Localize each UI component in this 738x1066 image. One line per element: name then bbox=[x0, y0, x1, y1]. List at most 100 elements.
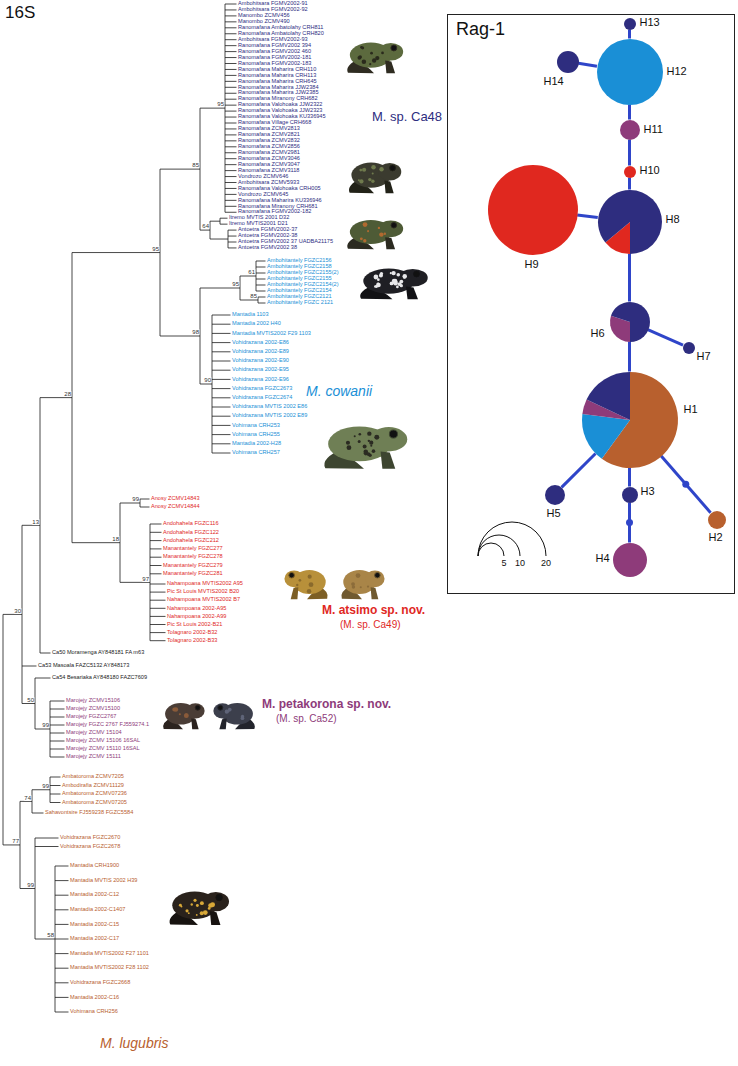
bootstrap-value: 97 bbox=[142, 576, 149, 582]
tree-branch bbox=[225, 81, 237, 82]
pie-slice bbox=[581, 413, 629, 458]
tip-label: Ambatoroma ZCMV07236 bbox=[62, 791, 127, 797]
bootstrap-value: 13 bbox=[32, 519, 39, 525]
haplotype-label: H1 bbox=[684, 404, 698, 415]
haplotype-circle: H5 bbox=[545, 485, 565, 505]
pie-chart bbox=[708, 511, 726, 529]
bootstrap-value: 99 bbox=[42, 722, 49, 728]
tip-label: Ranomafana ZCMV3118 bbox=[238, 168, 299, 174]
tip-label: Nahampoana MVTIS2002 A95 bbox=[167, 581, 243, 587]
tip-label: Vohidrazana FGZC2670 bbox=[60, 835, 120, 841]
haplotype-label: H3 bbox=[641, 486, 655, 497]
tip-label: Mantadia 2002 H40 bbox=[232, 321, 281, 327]
species-name: M. lugubris bbox=[100, 1036, 168, 1050]
tip-label: Marojejy ZCMV15106 bbox=[66, 698, 120, 704]
pie-chart bbox=[624, 18, 636, 30]
haplotype-label: H2 bbox=[709, 532, 723, 543]
tree-branch bbox=[212, 443, 231, 444]
tree-branch bbox=[50, 757, 65, 758]
tip-label: Sahavontsire FJ559238 FGZC5584 bbox=[45, 810, 133, 816]
pie-slice bbox=[488, 165, 578, 255]
tip-label: Vohidrazana FGZC2674 bbox=[232, 395, 292, 401]
tree-branch bbox=[212, 324, 231, 325]
tip-label: Ranomafana FGMV2002-182 bbox=[238, 209, 311, 215]
tip-label: Mantadia 2002-C16 bbox=[70, 995, 119, 1001]
tree-branch bbox=[225, 27, 237, 28]
tip-label: Vohimana CRH257 bbox=[232, 450, 280, 456]
panel-title: Rag-1 bbox=[456, 20, 505, 38]
haplotype-label: H6 bbox=[591, 328, 605, 339]
tree-branch bbox=[40, 397, 72, 398]
tip-label: Vohidrazana FGZC2673 bbox=[232, 386, 292, 392]
haplotype-circle: H8 bbox=[598, 190, 662, 254]
bootstrap-value: 50 bbox=[27, 697, 34, 703]
tip-label: Ambohitantely FGZC 2121 bbox=[267, 300, 333, 306]
pie-slice bbox=[624, 18, 636, 30]
tree-branch bbox=[212, 333, 231, 334]
tree-branch bbox=[55, 880, 69, 881]
tip-label: Marojejy ZCMV 15110 16SAL bbox=[66, 746, 140, 752]
bootstrap-value: 61 bbox=[248, 269, 255, 275]
tip-label: Ranomafana FGMV2002 394 bbox=[238, 43, 311, 49]
tree-branch bbox=[225, 21, 237, 22]
tip-label: Anosy ZCMV14843 bbox=[151, 496, 200, 502]
bootstrap-value: 74 bbox=[24, 795, 31, 801]
tree-branch bbox=[120, 503, 140, 504]
tree-branch bbox=[225, 158, 237, 159]
bootstrap-value: 99 bbox=[132, 496, 139, 502]
tip-label: Antoetra FGMV2002 38 bbox=[238, 245, 297, 251]
tree-branch bbox=[55, 866, 69, 867]
tip-label: Ranomafana ZCMV2813 bbox=[238, 126, 300, 132]
tree-branch bbox=[3, 614, 22, 615]
tip-label: Ranomafana Maharira JJW2385 bbox=[238, 90, 319, 96]
network-link bbox=[578, 63, 597, 66]
tip-label: Ranomafana Ambatolahy CRH811 bbox=[238, 25, 323, 31]
tip-label: Vohidrazana 2002-E86 bbox=[232, 340, 289, 346]
tip-label: Manantantely FGZC281 bbox=[163, 571, 223, 577]
tip-label: Ca53 Masoala FAZC5132 AY848173 bbox=[38, 663, 129, 669]
haplotype-label: H8 bbox=[666, 214, 680, 225]
tip-label: Manantantely FGZC278 bbox=[163, 554, 223, 560]
tip-label: Ambohitantely FGZC2121 bbox=[267, 294, 332, 300]
tip-label: Ranomafana Miranony CRH682 bbox=[238, 96, 318, 102]
frog-photo bbox=[324, 427, 407, 469]
pie-chart bbox=[683, 342, 695, 354]
tip-label: Andohahela FGZC122 bbox=[163, 530, 219, 536]
network-link bbox=[628, 30, 631, 39]
tip-label: Mantadia MVTIS2002 F27 1101 bbox=[70, 951, 149, 957]
tip-label: Marojejy FGZC 2767 FJ559274.1 bbox=[66, 722, 149, 728]
tree-branch bbox=[200, 230, 210, 231]
tree-branch bbox=[225, 87, 237, 88]
pie-chart bbox=[622, 487, 638, 503]
tree-branch bbox=[35, 939, 55, 940]
panel-label: 16S bbox=[5, 4, 35, 21]
tip-label: Mantadia MVTIS2002 F29 1103 bbox=[232, 331, 311, 337]
bootstrap-value: 99 bbox=[42, 783, 49, 789]
tip-label: Ranomafana Maharira CRH645 bbox=[238, 79, 317, 85]
haplotype-label: H5 bbox=[547, 508, 561, 519]
tree-branch bbox=[225, 63, 237, 64]
tree-branch bbox=[50, 717, 65, 718]
tree-branch bbox=[150, 524, 162, 525]
pie-chart bbox=[582, 372, 678, 468]
tree-branch bbox=[225, 123, 237, 124]
tree-branch bbox=[160, 336, 200, 337]
tip-label: Vondrozo ZCMV646 bbox=[238, 174, 288, 180]
tip-label: Vohidrazana 2002-E96 bbox=[232, 377, 289, 383]
tree-branch bbox=[225, 111, 237, 112]
tip-label: Vohidrazana MVTIS 2002 E89 bbox=[232, 413, 307, 419]
tree-branch bbox=[32, 789, 50, 790]
tree-branch bbox=[225, 93, 237, 94]
bootstrap-value: 85 bbox=[192, 162, 199, 168]
tree-branch bbox=[50, 709, 65, 710]
pie-slice bbox=[683, 342, 695, 354]
haplotype-circle: H3 bbox=[622, 487, 638, 503]
tree-branch bbox=[35, 729, 50, 730]
tip-label: Manombo ZCMV456 bbox=[238, 13, 290, 19]
tip-label: Mantadia 1103 bbox=[232, 312, 269, 318]
tree-branch bbox=[225, 4, 237, 5]
haplotype-circle: H12 bbox=[597, 39, 663, 105]
tip-label: Nahampoana MVTIS2002 B7 bbox=[167, 597, 240, 603]
frog-photo bbox=[163, 703, 204, 729]
